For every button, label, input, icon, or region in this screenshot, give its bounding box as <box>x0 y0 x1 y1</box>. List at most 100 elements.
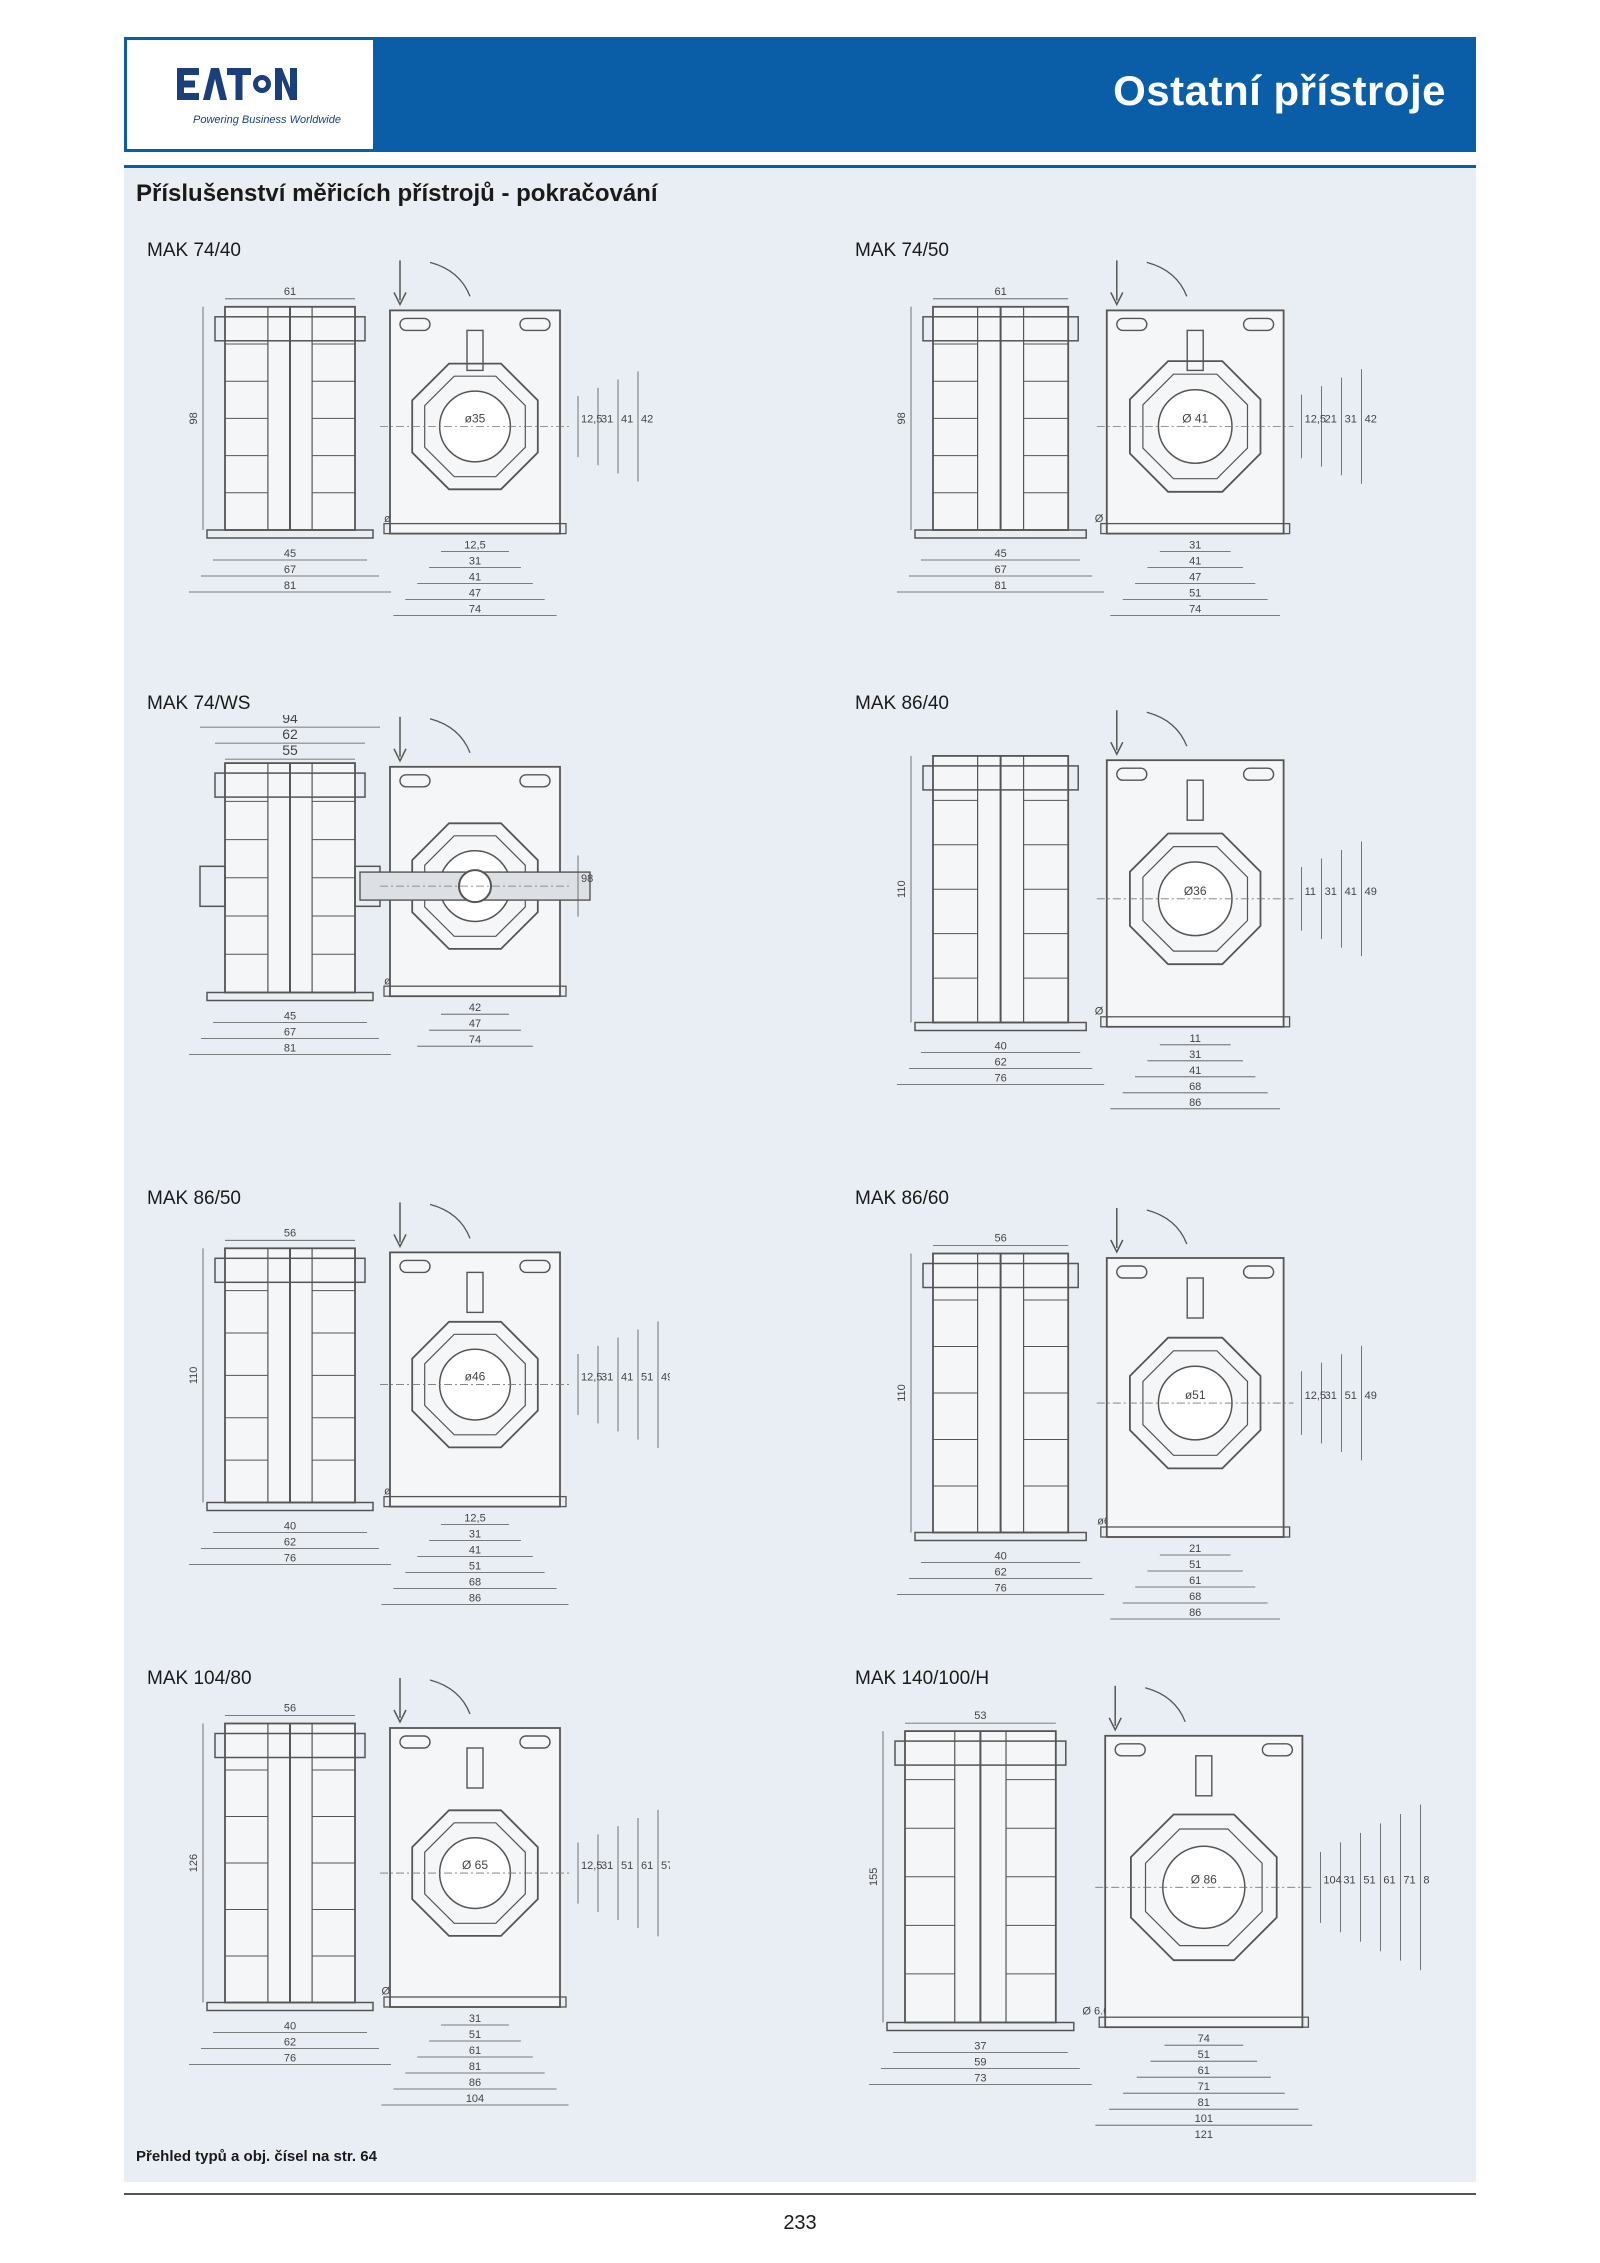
dimension-label: 41 <box>621 1372 633 1384</box>
dimension-label: 11 <box>1305 886 1316 898</box>
model-label: MAK 140/100/H <box>855 1668 990 1689</box>
mounting-slot-icon <box>399 1259 431 1274</box>
dimension-label: Ø36 <box>1184 884 1207 898</box>
octagon-frame-inner <box>424 375 526 478</box>
side-view-base <box>206 991 374 1002</box>
dimension-label: 68 <box>469 1577 481 1589</box>
dimension-label: 21 <box>1325 413 1337 425</box>
dimension-label: 56 <box>284 1227 296 1239</box>
dimension-label: 86 <box>469 1593 481 1605</box>
dimension-label: 21 <box>1189 1543 1201 1555</box>
front-view-base <box>1100 1016 1291 1028</box>
front-view-base <box>1100 1526 1291 1538</box>
model-label: MAK 74/WS <box>147 693 251 714</box>
dimension-label: 81 <box>284 580 296 592</box>
rotate-arrow-icon <box>429 261 471 297</box>
dimension-label: 12,5 <box>464 540 485 552</box>
dimension-label: 61 <box>1383 1874 1395 1886</box>
dimension-label: 68 <box>1189 1591 1201 1603</box>
front-view-base <box>383 1996 567 2008</box>
dimension-label: 56 <box>994 1233 1006 1245</box>
side-view-base <box>206 1501 374 1512</box>
dimension-label: 76 <box>994 1583 1006 1595</box>
dimension-label: 40 <box>994 1041 1006 1053</box>
dimension-label: 31 <box>469 1529 481 1541</box>
dimension-label: 101 <box>1195 2113 1213 2125</box>
dimension-label: 40 <box>994 1551 1006 1563</box>
octagon-frame <box>411 1320 539 1449</box>
dimension-label: 59 <box>974 2057 986 2069</box>
octagon-frame <box>1129 1813 1278 1962</box>
dimension-label: 81 <box>284 1043 296 1055</box>
octagon-frame-inner <box>1142 373 1249 480</box>
dimension-label: 12,5 <box>464 1513 485 1525</box>
dimension-label: 51 <box>469 2029 481 2041</box>
dimension-label: 98 <box>188 412 200 424</box>
octagon-frame <box>411 362 539 491</box>
dimension-label: Ø 6.6 <box>1082 2006 1109 2018</box>
dimension-label: 94 <box>282 715 298 726</box>
terminal-block-icon <box>466 329 484 372</box>
dimension-label: 31 <box>1343 1874 1355 1886</box>
dimension-label: 31 <box>1189 540 1201 552</box>
dimension-label: 40 <box>284 2021 296 2033</box>
mounting-slot-icon <box>1242 317 1275 332</box>
dimension-label: 86 <box>1189 1607 1201 1619</box>
footnote: Přehled typů a obj. čísel na str. 64 <box>136 2148 377 2165</box>
dimension-label: 49 <box>1365 886 1377 898</box>
octagon-frame-inner <box>424 1333 526 1436</box>
dimension-label: 86 <box>469 2077 481 2089</box>
dimension-label: 11 <box>1189 1033 1200 1045</box>
rotate-arrow-icon <box>429 718 471 754</box>
dimension-label: 41 <box>621 413 633 425</box>
front-view-base <box>1098 2016 1310 2028</box>
dimension-label: 51 <box>1189 588 1201 600</box>
dimension-label: 51 <box>469 1561 481 1573</box>
mounting-slot-icon <box>1116 1265 1148 1279</box>
front-view-base <box>1100 522 1291 535</box>
dimension-label: 71 <box>1198 2081 1210 2093</box>
dimension-label: Ø 86 <box>1191 1872 1217 1886</box>
side-view-base <box>206 529 374 539</box>
octagon-frame <box>411 822 539 950</box>
arrow-down-icon <box>393 1709 407 1724</box>
dimension-label: 37 <box>974 2041 986 2053</box>
brand-tagline: Powering Business Worldwide <box>193 114 341 126</box>
dimension-label: 62 <box>994 1567 1006 1579</box>
dimension-label: 121 <box>1195 2129 1213 2140</box>
dimension-label: 61 <box>1189 1575 1201 1587</box>
dimension-label: 110 <box>188 1367 200 1385</box>
dimension-label: 31 <box>469 556 481 568</box>
footer-rule <box>124 2193 1476 2195</box>
octagon-frame <box>1128 360 1262 493</box>
octagon-frame-inner <box>1142 1350 1249 1456</box>
page-header: Powering Business Worldwide Ostatní přís… <box>124 37 1476 152</box>
mounting-slot-icon <box>519 774 551 788</box>
octagon-frame-inner <box>1144 1828 1263 1947</box>
dimension-label: 104 <box>1323 1874 1341 1886</box>
dimension-label: 12,5 <box>581 1860 602 1872</box>
dimension-label: 51 <box>1198 2049 1210 2061</box>
mounting-slot-icon <box>1114 1743 1146 1757</box>
mounting-slot-icon <box>1116 767 1148 781</box>
model-label: MAK 74/40 <box>147 240 241 261</box>
dimension-label: 42 <box>1365 413 1377 425</box>
dimension-label: 45 <box>284 548 296 560</box>
dimension-label: 42 <box>641 413 653 425</box>
dimension-label: ø46 <box>465 1370 486 1384</box>
dimension-label: 81 <box>469 2061 481 2073</box>
arrow-down-icon <box>393 748 407 763</box>
dimension-label: 55 <box>282 742 298 758</box>
dimension-label: 31 <box>1325 1390 1337 1402</box>
dimension-label: 61 <box>284 286 296 298</box>
dimension-label: 41 <box>469 572 481 584</box>
dimension-label: 74 <box>469 604 481 616</box>
arrow-down-icon <box>1110 292 1124 307</box>
octagon-frame <box>411 1809 539 1937</box>
dimension-label: 51 <box>1345 1390 1357 1402</box>
dimension-label: 61 <box>641 1860 653 1872</box>
